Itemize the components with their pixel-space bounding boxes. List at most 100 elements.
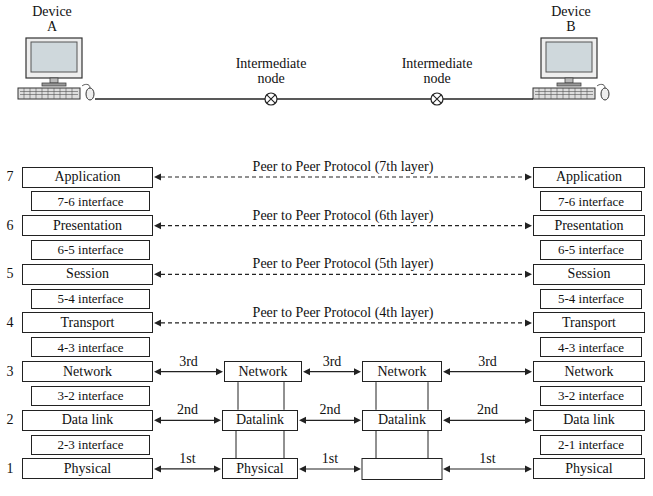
layer-box: Physical xyxy=(22,458,153,479)
empty-physical-box xyxy=(362,459,442,480)
layer-name: Session xyxy=(66,267,109,281)
layer-name: Physical xyxy=(236,462,283,476)
layer-name: Data link xyxy=(563,413,615,427)
interface-box: 3-2 interface xyxy=(31,386,150,406)
layer-name: 6-5 interface xyxy=(558,243,624,256)
link-label: 3rd xyxy=(478,354,497,369)
layer-name: Transport xyxy=(61,316,115,330)
layer-box: Session xyxy=(22,264,153,285)
layer-box: Physical xyxy=(533,458,645,479)
link-label: 1st xyxy=(322,451,338,466)
interface-box: 2-3 interface xyxy=(31,435,150,455)
layer-box: Application xyxy=(533,167,645,188)
layer-box: Presentation xyxy=(533,215,645,236)
router-layer-box: Network xyxy=(362,361,442,382)
device-label: Device B xyxy=(547,4,595,34)
interface-box: 2-1 interface xyxy=(540,435,642,455)
link-label: 1st xyxy=(179,451,195,466)
layer-name: Application xyxy=(54,170,120,184)
device-label: Device A xyxy=(28,4,76,34)
layer-name: 7-6 interface xyxy=(558,195,624,208)
interface-box: 5-4 interface xyxy=(31,289,150,309)
link-arrow xyxy=(443,417,532,424)
layer-box: Data link xyxy=(533,410,645,431)
computer-icon xyxy=(533,38,609,100)
router-layer-box: Datalink xyxy=(222,410,298,431)
physical-link-arrow xyxy=(443,466,532,473)
layer-name: 5-4 interface xyxy=(57,292,123,305)
layer-name: 6-5 interface xyxy=(57,243,123,256)
link-arrow xyxy=(154,368,223,375)
layer-name: 2-1 interface xyxy=(558,438,624,451)
layer-name: Session xyxy=(568,267,611,281)
router-layer-box: Datalink xyxy=(362,410,442,431)
peer-protocol-arrow xyxy=(154,271,532,278)
interface-box: 7-6 interface xyxy=(31,191,150,211)
link-label: 2nd xyxy=(177,402,198,417)
layer-box: Network xyxy=(22,361,153,382)
link-label: 3rd xyxy=(323,354,342,369)
layer-number: 2 xyxy=(7,412,14,427)
layer-number: 4 xyxy=(7,315,14,330)
layer-box: Transport xyxy=(22,312,153,333)
peer-protocol-arrow xyxy=(154,319,532,326)
layer-number: 7 xyxy=(7,169,14,184)
link-arrow xyxy=(303,368,361,375)
layer-name: 3-2 interface xyxy=(57,389,123,402)
node-label: Intermediate node xyxy=(395,56,480,86)
layer-box: Session xyxy=(533,264,645,285)
layer-number: 3 xyxy=(7,364,14,379)
layer-name: Network xyxy=(378,365,427,379)
router-layer-box: Physical xyxy=(222,458,298,479)
link-arrow xyxy=(443,368,532,375)
computer-icon xyxy=(18,38,94,100)
layer-name: 3-2 interface xyxy=(558,389,624,402)
layer-number: 6 xyxy=(7,218,14,233)
protocol-label: Peer to Peer Protocol (6th layer) xyxy=(253,208,434,223)
layer-number: 1 xyxy=(7,461,14,476)
link-arrow xyxy=(154,417,221,424)
physical-link-arrow xyxy=(299,466,361,473)
protocol-label: Peer to Peer Protocol (5th layer) xyxy=(253,256,434,271)
interface-box: 5-4 interface xyxy=(540,289,642,309)
layer-box: Application xyxy=(22,167,153,188)
router-layer-box: Network xyxy=(224,361,302,382)
network-link xyxy=(95,98,533,99)
node-label: Intermediate node xyxy=(229,56,314,86)
layer-name: Physical xyxy=(565,462,612,476)
layer-name: Transport xyxy=(562,316,616,330)
layer-box: Transport xyxy=(533,312,645,333)
node-connector xyxy=(238,382,284,410)
layer-name: Network xyxy=(565,365,614,379)
interface-box: 4-3 interface xyxy=(540,337,642,357)
link-arrow xyxy=(154,465,221,472)
protocol-label: Peer to Peer Protocol (4th layer) xyxy=(253,305,434,320)
peer-protocol-arrow xyxy=(154,222,532,229)
interface-box: 3-2 interface xyxy=(540,386,642,406)
intermediate-node-symbol xyxy=(431,93,443,105)
link-label: 3rd xyxy=(179,354,198,369)
node-connector xyxy=(376,431,428,459)
layer-name: Physical xyxy=(64,462,111,476)
layer-name: 7-6 interface xyxy=(57,195,123,208)
layer-name: Application xyxy=(556,170,622,184)
layer-name: Network xyxy=(63,365,112,379)
layer-name: Network xyxy=(239,365,288,379)
layer-name: Datalink xyxy=(236,413,284,427)
layer-name: 4-3 interface xyxy=(57,341,123,354)
layer-name: 5-4 interface xyxy=(558,292,624,305)
peer-protocol-arrow xyxy=(154,174,532,181)
layer-number: 5 xyxy=(7,266,14,281)
layer-name: Data link xyxy=(62,413,114,427)
interface-box: 6-5 interface xyxy=(540,240,642,260)
link-arrow xyxy=(299,417,361,424)
intermediate-node-symbol xyxy=(265,93,277,105)
node-connector xyxy=(376,382,428,410)
layer-name: Presentation xyxy=(53,219,122,233)
interface-box: 6-5 interface xyxy=(31,240,150,260)
layer-name: Datalink xyxy=(378,413,426,427)
layer-name: 2-3 interface xyxy=(57,438,123,451)
link-label: 1st xyxy=(479,451,495,466)
node-connector xyxy=(236,431,284,459)
link-label: 2nd xyxy=(477,402,498,417)
